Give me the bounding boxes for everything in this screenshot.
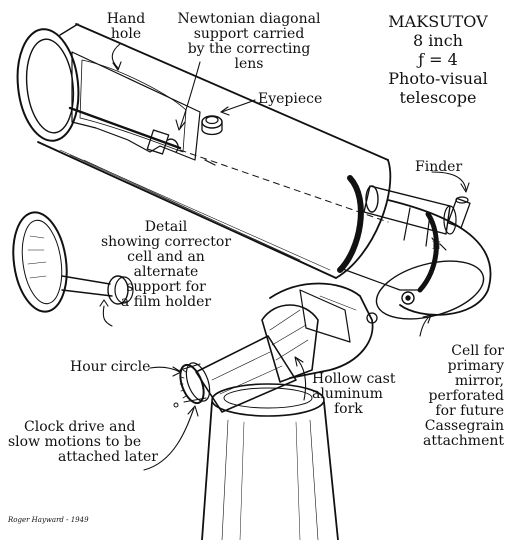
title-line-1: MAKSUTOV [388, 12, 488, 31]
artist-signature: Roger Hayward - 1949 [8, 516, 89, 524]
label-diagonal-support: Newtonian diagonal support carried by th… [164, 12, 334, 72]
cell-primary-line-1: Cell for [451, 343, 504, 359]
mirror-cell [375, 199, 492, 320]
hollow-fork-line-1: Hollow cast [312, 371, 396, 387]
label-hour-circle: Hour circle [70, 359, 151, 375]
title-block: MAKSUTOV 8 inch ƒ = 4 Photo-visual teles… [378, 12, 498, 107]
detail-line-4: alternate [133, 264, 199, 280]
detail-line-6: a film holder [120, 294, 212, 310]
clock-drive-line-2: slow motions to be [8, 434, 142, 450]
detail-line-1: Detail [144, 219, 188, 235]
pier [201, 383, 339, 540]
hollow-fork-line-2: aluminum [312, 386, 383, 402]
cell-primary-line-4: perforated [428, 388, 504, 404]
diagonal-support-line-3: by the correcting [187, 41, 311, 57]
diagonal-support-line-2: support carried [193, 26, 305, 42]
title-line-4: Photo-visual [388, 69, 488, 88]
hand-hole-line-1: Hand [106, 11, 146, 27]
diagonal-support-line-1: Newtonian diagonal [177, 11, 321, 27]
diagonal-support-line-4: lens [234, 56, 264, 72]
corrector-cell-detail [12, 211, 134, 313]
title-line-3: ƒ = 4 [418, 50, 458, 69]
label-hand-hole: Hand hole [98, 12, 154, 42]
detail-line-3: cell and an [127, 249, 205, 265]
label-finder: Finder [415, 159, 463, 175]
tube-bands [337, 175, 439, 293]
label-hollow-fork: Hollow cast aluminum fork [312, 372, 395, 417]
polar-axis [173, 335, 297, 413]
detail-line-5: support for [126, 279, 206, 295]
label-detail: Detail showing corrector cell and an alt… [86, 220, 246, 310]
north-mark: N [432, 241, 441, 252]
label-eyepiece: Eyepiece [258, 91, 323, 107]
cell-primary-line-3: mirror, [454, 373, 504, 389]
cell-primary-line-2: primary [447, 358, 504, 374]
clock-drive-line-1: Clock drive and [24, 419, 136, 435]
hand-hole-line-2: hole [110, 26, 142, 42]
cell-primary-line-5: for future [435, 403, 504, 419]
cell-primary-line-7: attachment [422, 433, 504, 449]
label-clock-drive: Clock drive and slow motions to be attac… [8, 420, 158, 465]
leader-lines [99, 43, 470, 471]
telescope-tube [16, 23, 392, 279]
detail-line-2: showing corrector [100, 234, 232, 250]
finder-scope [363, 185, 471, 247]
title-line-5: telescope [399, 88, 477, 107]
hollow-fork-line-3: fork [334, 401, 363, 417]
label-cell-primary: Cell for primary mirror, perforated for … [412, 344, 504, 449]
cell-primary-line-6: Cassegrain [424, 418, 504, 434]
clock-drive-line-3: attached later [58, 449, 158, 465]
title-line-2: 8 inch [413, 31, 463, 50]
